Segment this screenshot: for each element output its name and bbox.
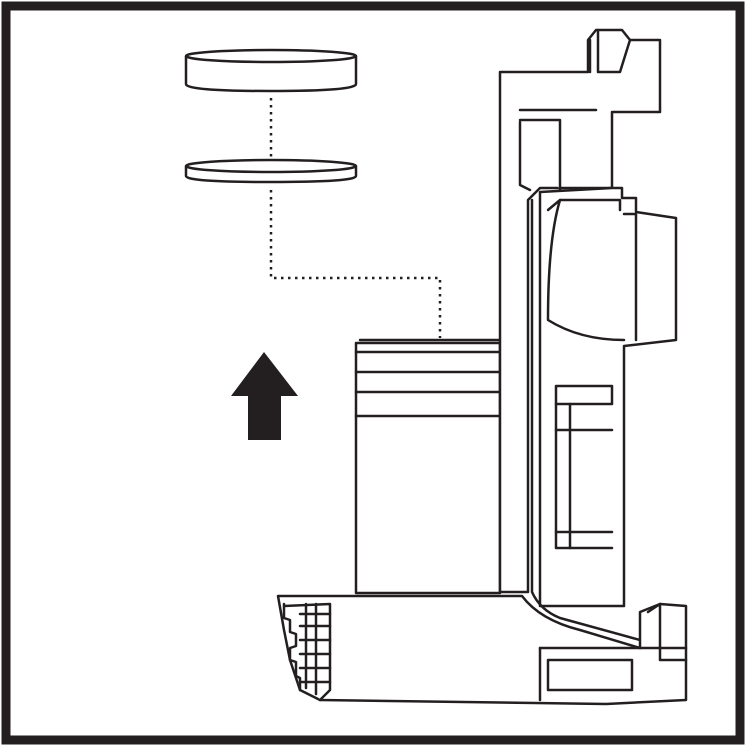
handle-inner-curve (530, 198, 642, 642)
roller-gear (282, 602, 332, 696)
up-arrow-icon (231, 352, 298, 440)
vacuum-body (276, 28, 688, 706)
upper-filter-disc (184, 48, 358, 93)
motor-housing (538, 186, 678, 608)
placement-guide-line (269, 98, 442, 338)
handle-column (498, 28, 662, 594)
lower-filter-disc (184, 158, 358, 184)
dust-container (354, 338, 502, 595)
